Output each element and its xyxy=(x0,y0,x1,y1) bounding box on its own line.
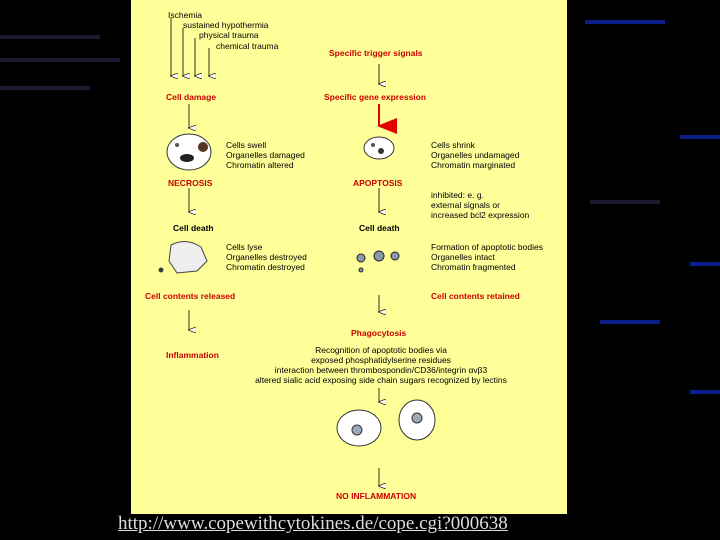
inhibited-line-3: increased bcl2 expression xyxy=(431,210,530,220)
no-inflammation-label: NO INFLAMMATION xyxy=(336,491,417,501)
swell-line-3: Chromatin altered xyxy=(226,160,294,170)
source-link[interactable]: http://www.copewithcytokines.de/cope.cgi… xyxy=(118,513,508,534)
bodies-line-3: Chromatin fragmented xyxy=(431,262,516,272)
swell-line-2: Organelles damaged xyxy=(226,150,305,160)
cell-death-apoptosis: Cell death xyxy=(359,223,400,233)
contents-released-label: Cell contents released xyxy=(145,291,236,301)
recognition-line-3: interaction between thrombospondin/CD36/… xyxy=(274,365,488,375)
inhibited-line-1: inhibited: e. g. xyxy=(431,190,484,200)
apoptotic-bodies-illustration xyxy=(356,250,400,273)
recognition-line-1: Recognition of apoptotic bodies via xyxy=(315,345,447,355)
shrink-line-1: Cells shrink xyxy=(431,140,475,150)
inflammation-label: Inflammation xyxy=(166,350,219,360)
shrink-line-2: Organelles undamaged xyxy=(431,150,520,160)
cell-damage-label: Cell damage xyxy=(166,92,217,102)
diagram-panel: Ischemia sustained hypothermia physical … xyxy=(131,0,567,514)
swell-line-1: Cells swell xyxy=(226,140,267,150)
lyse-line-3: Chromatin destroyed xyxy=(226,262,305,272)
phagocytosis-label: Phagocytosis xyxy=(351,328,407,338)
cause-chemical-trauma: chemical trauma xyxy=(216,41,279,51)
flow-arrows xyxy=(158,18,436,514)
recognition-line-4: altered sialic acid exposing side chain … xyxy=(255,375,507,385)
apoptosis-label: APOPTOSIS xyxy=(353,178,403,188)
recognition-line-2: exposed phosphatidylserine residues xyxy=(311,355,451,365)
specific-trigger-label: Specific trigger signals xyxy=(329,48,423,58)
bodies-line-2: Organelles intact xyxy=(431,252,495,262)
phagocyte-illustration xyxy=(336,399,436,447)
shrink-line-3: Chromatin marginated xyxy=(431,160,516,170)
cause-ischemia: Ischemia xyxy=(168,10,203,20)
swollen-cell-illustration xyxy=(166,133,212,171)
inhibited-line-2: external signals or xyxy=(431,200,500,210)
contents-retained-label: Cell contents retained xyxy=(431,291,520,301)
necrosis-label: NECROSIS xyxy=(168,178,213,188)
cell-death-necrosis: Cell death xyxy=(173,223,214,233)
lysed-cell-illustration xyxy=(158,241,208,274)
shrunk-cell-illustration xyxy=(363,136,395,160)
specific-gene-label: Specific gene expression xyxy=(324,92,427,102)
bodies-line-1: Formation of apoptotic bodies xyxy=(431,242,543,252)
cause-physical-trauma: physical trauma xyxy=(199,30,259,40)
lyse-line-2: Organelles destroyed xyxy=(226,252,307,262)
cause-hypothermia: sustained hypothermia xyxy=(183,20,269,30)
lyse-line-1: Cells lyse xyxy=(226,242,263,252)
